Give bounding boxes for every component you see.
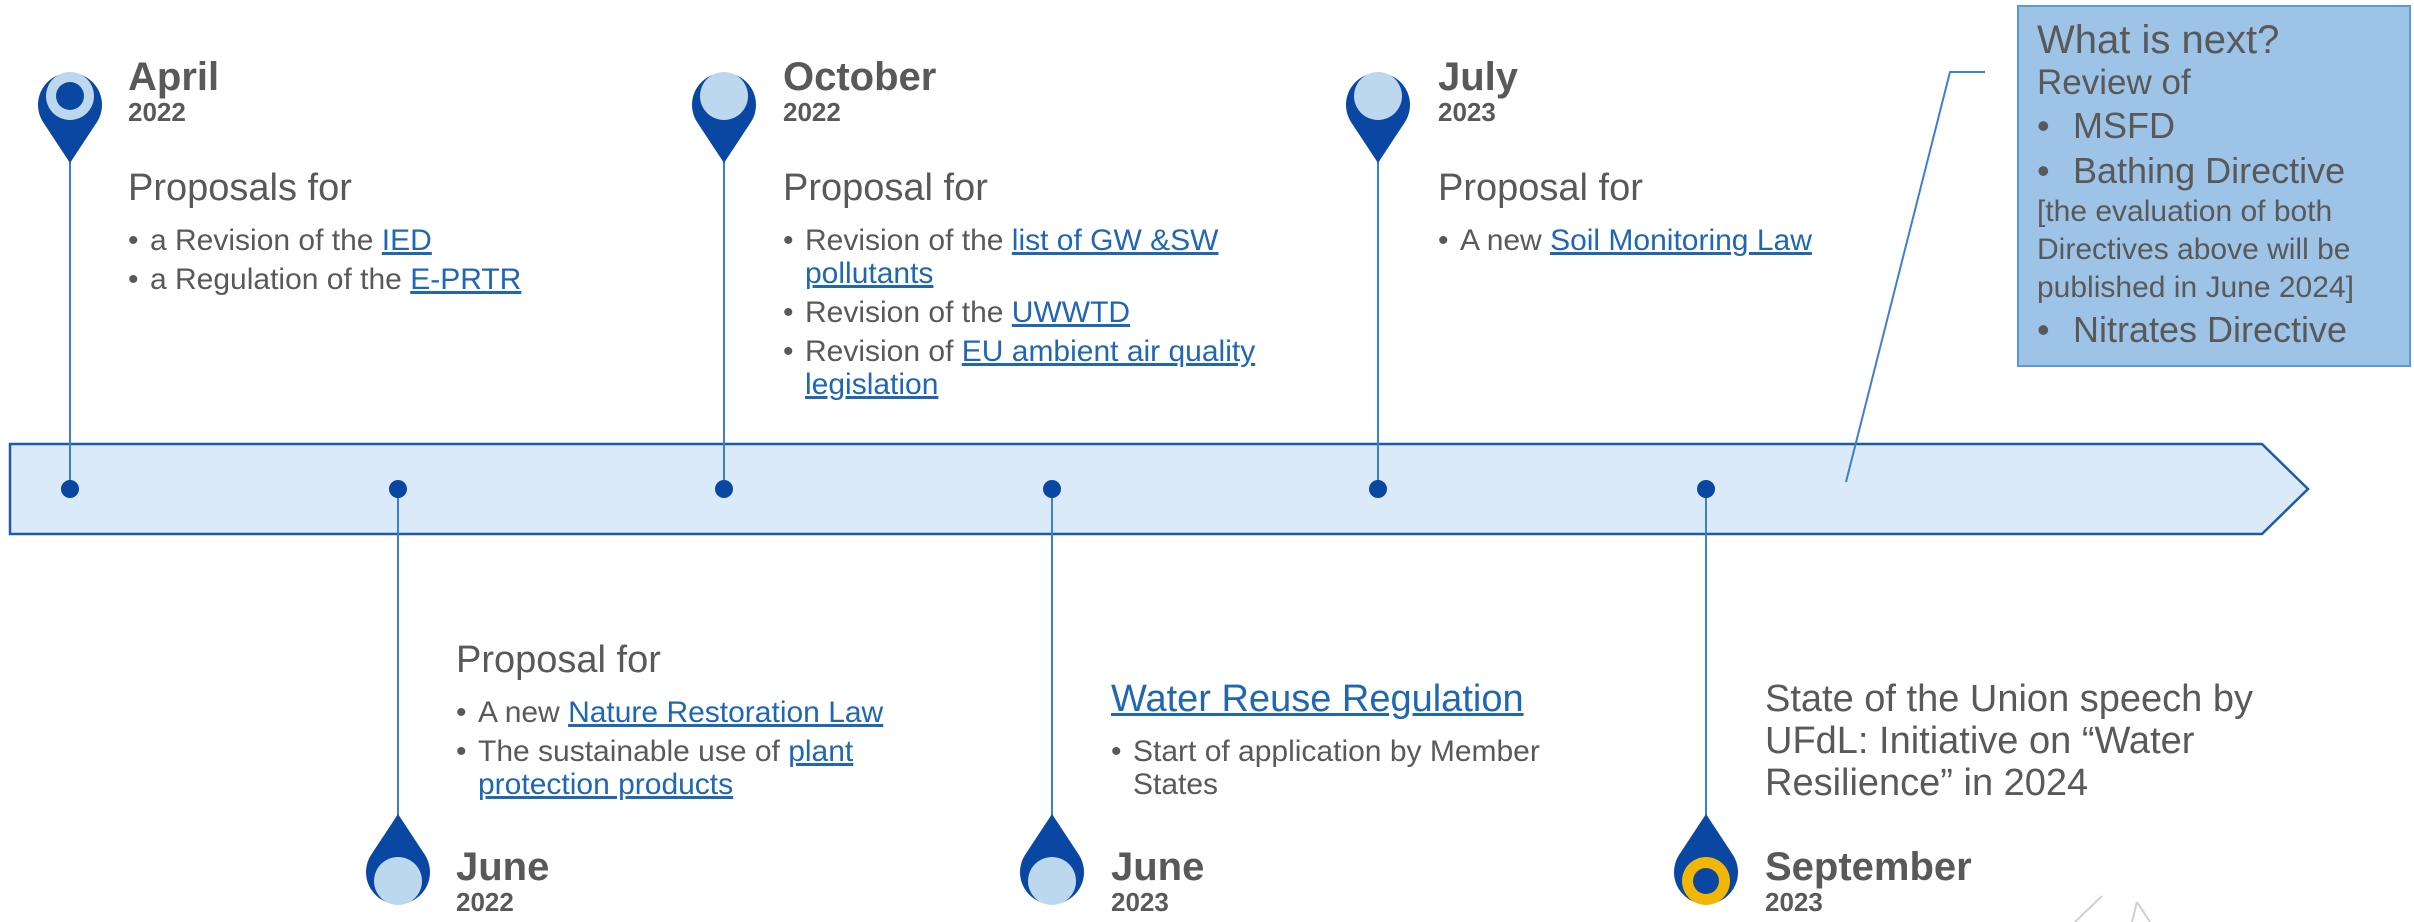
list-item: A new Nature Restoration Law bbox=[456, 696, 916, 729]
uwwtd-link[interactable]: UWWTD bbox=[1011, 296, 1131, 329]
milestone-april-2022: April 2022 Proposals for a Revision of t… bbox=[128, 56, 648, 302]
timeline-dot-april-2022 bbox=[61, 480, 79, 498]
milestone-july-2023: July 2023 Proposal for A new Soil Monito… bbox=[1438, 56, 1958, 263]
water-reuse-regulation-link[interactable]: Water Reuse Regulation bbox=[1111, 678, 1524, 720]
item-text: a Regulation of the bbox=[150, 263, 411, 296]
milestone-month: July bbox=[1438, 55, 1519, 99]
decorative-mark bbox=[2074, 895, 2151, 922]
air-quality-legislation-link[interactable]: EU ambient air quality legislation bbox=[805, 335, 1256, 401]
item-text: Revision of the bbox=[805, 224, 1012, 257]
milestone-june-2023-details: Water Reuse Regulation Start of applicat… bbox=[1111, 677, 1611, 807]
milestone-june-2022-details: Proposal for A new Nature Restoration La… bbox=[456, 638, 956, 807]
timeline-dot-july-2023 bbox=[1369, 480, 1387, 498]
milestone-year: 2022 bbox=[456, 887, 514, 917]
milestone-month: June bbox=[1111, 845, 1205, 889]
item-text: Revision of bbox=[805, 335, 962, 368]
whats-next-subtitle: Review of bbox=[2037, 63, 2191, 102]
pin-icon-april-2022 bbox=[38, 72, 102, 163]
whats-next-box: What is next? Review of MSFD Bathing Dir… bbox=[2017, 5, 2411, 367]
timeline-dot-september-2023 bbox=[1697, 480, 1715, 498]
whats-next-title: What is next? bbox=[2037, 18, 2280, 62]
milestone-year: 2022 bbox=[128, 97, 186, 127]
item-text: The sustainable use of bbox=[478, 735, 789, 768]
pin-icon-september-2023 bbox=[1674, 814, 1738, 905]
list-item: A new Soil Monitoring Law bbox=[1438, 224, 1958, 257]
milestone-year: 2023 bbox=[1765, 887, 1823, 917]
milestone-items: A new Soil Monitoring Law bbox=[1438, 224, 1958, 257]
timeline-arrow bbox=[8, 442, 2310, 536]
milestone-heading: Proposals for bbox=[128, 167, 352, 209]
item-text: Start of application by Member States bbox=[1133, 735, 1540, 801]
list-item: Bathing Directive bbox=[2037, 148, 2409, 193]
list-item: a Regulation of the E-PRTR bbox=[128, 263, 648, 296]
timeline-dot-june-2023 bbox=[1043, 480, 1061, 498]
milestone-items: a Revision of the IED a Regulation of th… bbox=[128, 224, 648, 296]
item-text: A new bbox=[478, 696, 569, 729]
pin-icon-june-2023 bbox=[1020, 814, 1084, 905]
list-item: Nitrates Directive bbox=[2037, 307, 2409, 352]
milestone-october-2022: October 2022 Proposal for Revision of th… bbox=[783, 56, 1303, 407]
item-text: Revision of the bbox=[805, 296, 1012, 329]
timeline-dot-june-2022 bbox=[389, 480, 407, 498]
list-item: MSFD bbox=[2037, 103, 2409, 148]
milestone-year: 2022 bbox=[783, 97, 841, 127]
milestone-month: June bbox=[456, 845, 550, 889]
item-text: A new bbox=[1460, 224, 1551, 257]
pin-icon-october-2022 bbox=[692, 72, 756, 163]
soil-monitoring-law-link[interactable]: Soil Monitoring Law bbox=[1550, 224, 1812, 257]
list-item: Revision of the list of GW &SW pollutant… bbox=[783, 224, 1283, 290]
milestone-june-2022-date: June 2022 bbox=[456, 846, 549, 916]
milestone-heading: Proposal for bbox=[456, 639, 661, 681]
milestone-heading: Proposal for bbox=[1438, 167, 1643, 209]
milestone-month: October bbox=[783, 55, 937, 99]
milestone-june-2023-date: June 2023 bbox=[1111, 846, 1204, 916]
milestone-items: Start of application by Member States bbox=[1111, 735, 1581, 801]
milestone-september-2023-date: September 2023 bbox=[1765, 846, 1972, 916]
pin-icon-july-2023 bbox=[1346, 72, 1410, 163]
list-item: The sustainable use of plant protection … bbox=[456, 735, 916, 801]
milestone-month: April bbox=[128, 55, 220, 99]
milestone-items: Revision of the list of GW &SW pollutant… bbox=[783, 224, 1283, 401]
whats-next-list: Nitrates Directive bbox=[2037, 307, 2409, 352]
callout-leader-line bbox=[1845, 71, 1985, 483]
list-item: a Revision of the IED bbox=[128, 224, 648, 257]
plant-protection-products-link[interactable]: plant protection products bbox=[478, 735, 854, 801]
list-item: Revision of the UWWTD bbox=[783, 296, 1283, 329]
whats-next-note: [the evaluation of both Directives above… bbox=[2037, 195, 2354, 304]
list-item: Revision of EU ambient air quality legis… bbox=[783, 335, 1283, 401]
milestone-year: 2023 bbox=[1438, 97, 1496, 127]
e-prtr-link[interactable]: E-PRTR bbox=[410, 263, 522, 296]
milestone-year: 2023 bbox=[1111, 887, 1169, 917]
milestone-heading: Proposal for bbox=[783, 167, 988, 209]
list-item: Start of application by Member States bbox=[1111, 735, 1581, 801]
milestone-month: September bbox=[1765, 845, 1972, 889]
pin-icon-june-2022 bbox=[366, 814, 430, 905]
milestone-september-2023-text: State of the Union speech by UFdL: Initi… bbox=[1765, 678, 2253, 804]
item-text: a Revision of the bbox=[150, 224, 382, 257]
nature-restoration-law-link[interactable]: Nature Restoration Law bbox=[568, 696, 884, 729]
milestone-items: A new Nature Restoration Law The sustain… bbox=[456, 696, 916, 801]
gw-sw-pollutants-link[interactable]: list of GW &SW pollutants bbox=[805, 224, 1219, 290]
ied-link[interactable]: IED bbox=[381, 224, 432, 257]
whats-next-list: MSFD Bathing Directive bbox=[2037, 103, 2409, 193]
timeline-dot-october-2022 bbox=[715, 480, 733, 498]
